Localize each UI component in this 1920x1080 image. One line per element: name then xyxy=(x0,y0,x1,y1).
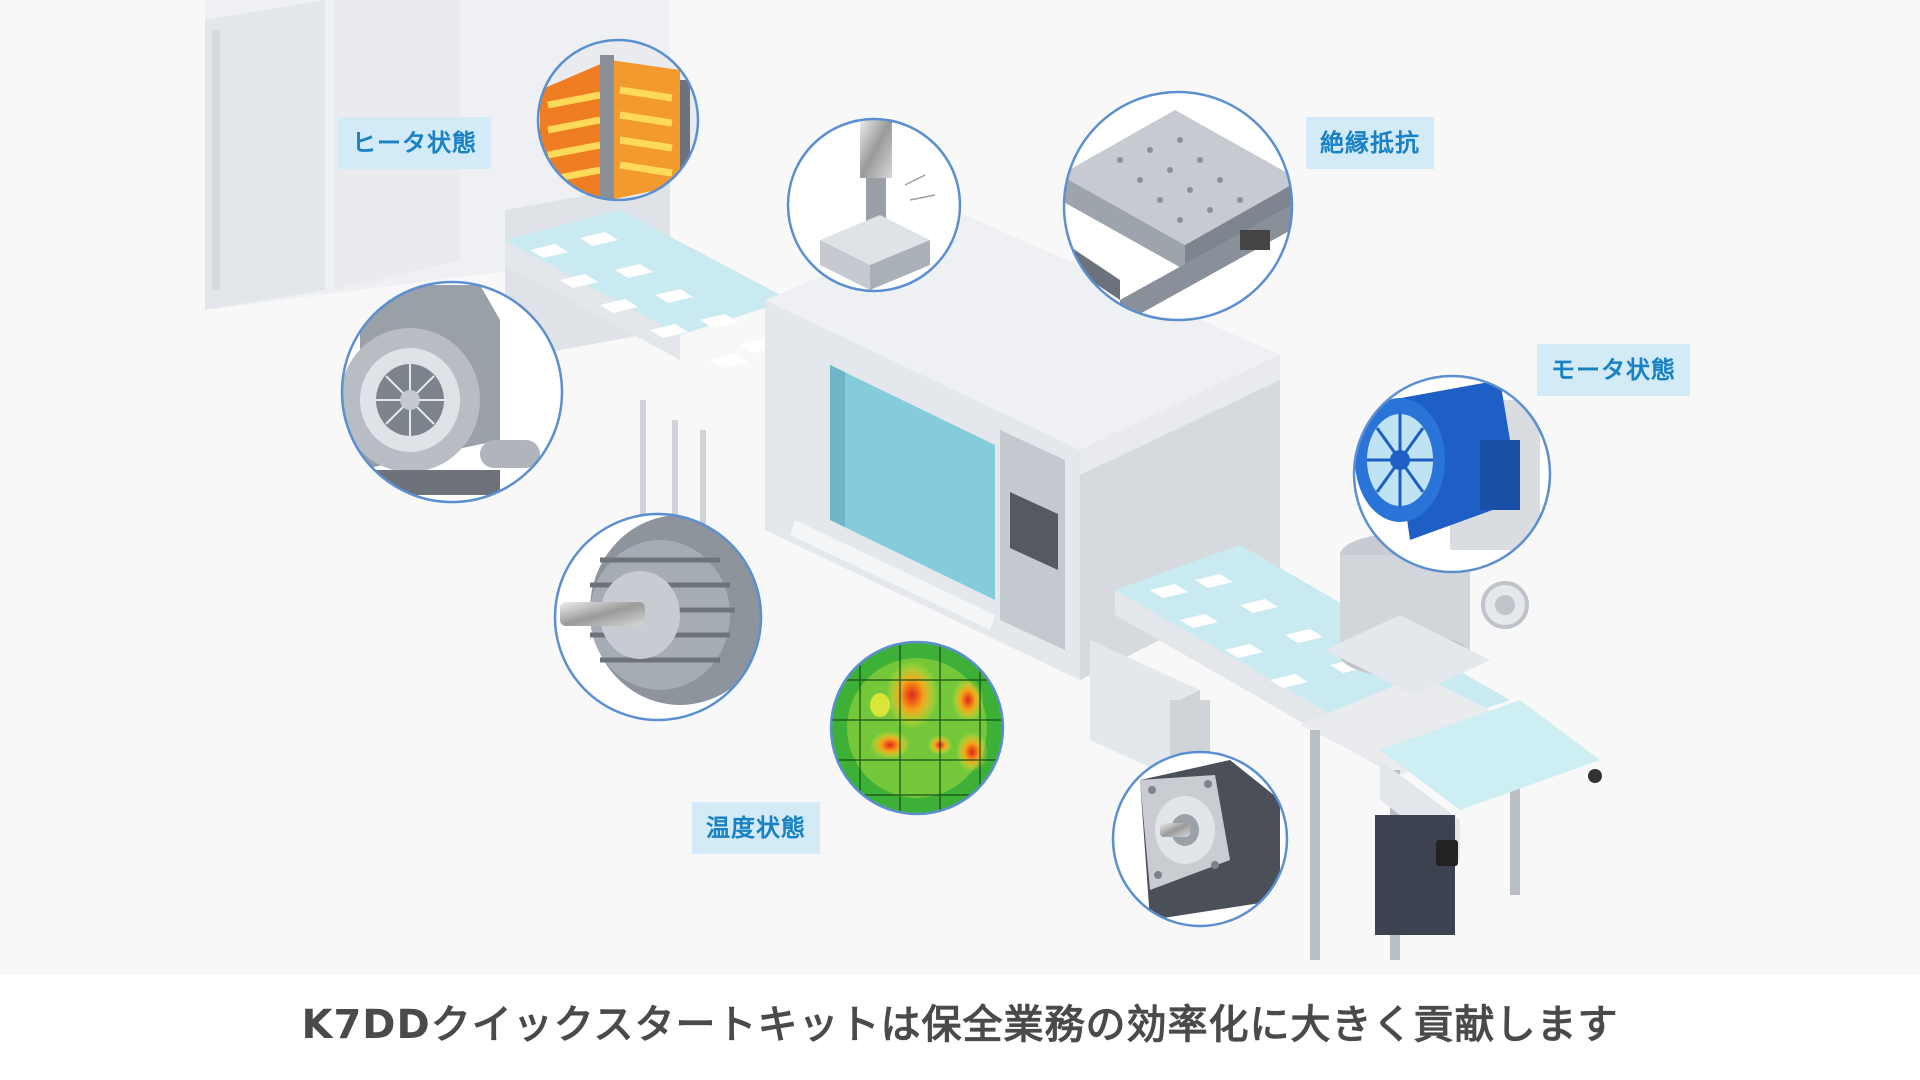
insulation-callout xyxy=(1062,90,1294,322)
motor-fins-icon xyxy=(560,515,761,705)
motor-blue-icon xyxy=(1355,380,1540,550)
servo-motor-icon xyxy=(1140,760,1280,920)
thermal-map-icon xyxy=(831,642,1003,814)
fins-callout xyxy=(553,512,763,722)
label-insulation: 絶縁抵抗 xyxy=(1306,117,1434,169)
machine-screen xyxy=(830,365,995,600)
blower-callout xyxy=(340,280,564,504)
thermal-callout xyxy=(829,640,1005,816)
heater-callout xyxy=(536,38,700,202)
motor-callout xyxy=(1352,374,1552,574)
production-line-illustration xyxy=(205,0,1602,960)
label-temperature: 温度状態 xyxy=(692,802,820,854)
heater-icon xyxy=(538,40,698,200)
label-motor: モータ状態 xyxy=(1537,344,1690,396)
blower-fan-icon xyxy=(342,285,540,495)
drill-icon xyxy=(820,119,936,290)
drill-callout xyxy=(786,117,962,293)
upper-conveyor xyxy=(505,210,790,550)
servo-callout xyxy=(1111,750,1289,928)
caption: K7DDクイックスタートキットは保全業務の効率化に大きく貢献します xyxy=(0,975,1920,1080)
label-heater: ヒータ状態 xyxy=(338,117,491,169)
